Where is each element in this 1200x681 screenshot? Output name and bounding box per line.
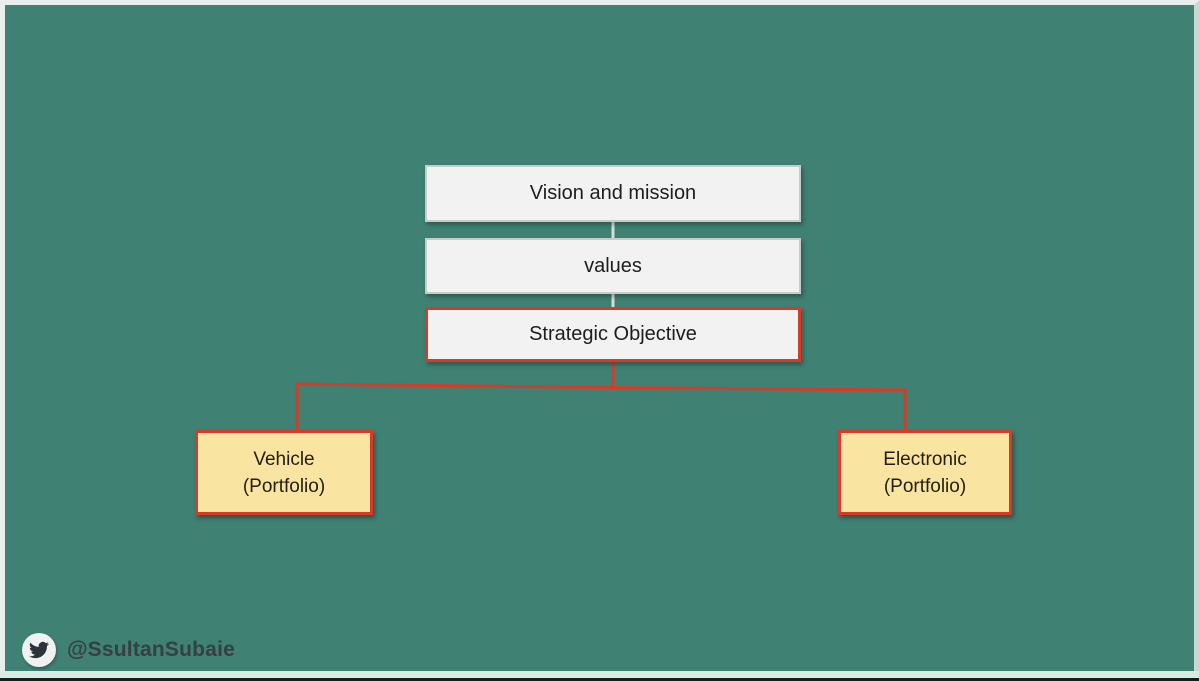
slide-border-bottom-dark	[0, 678, 1199, 681]
node-vehicle-line2: (Portfolio)	[242, 475, 326, 497]
node-electronic-line1: Electronic	[883, 448, 967, 470]
attribution: @SsultanSubaie	[22, 633, 235, 667]
node-vision-and-mission: Vision and mission	[425, 165, 801, 222]
node-strategic-objective: Strategic Objective	[425, 307, 801, 362]
twitter-icon	[22, 633, 56, 667]
node-strategic-label: Strategic Objective	[529, 323, 697, 345]
node-vehicle-line1: Vehicle	[253, 448, 315, 470]
node-vision-label: Vision and mission	[529, 182, 697, 204]
node-electronic-portfolio: Electronic (Portfolio)	[838, 430, 1012, 515]
node-values: values	[425, 238, 801, 294]
slide-border-bottom-pale	[0, 671, 1199, 678]
node-vehicle-portfolio: Vehicle (Portfolio)	[195, 430, 373, 515]
node-values-label: values	[584, 254, 642, 277]
node-electronic-line2: (Portfolio)	[883, 475, 967, 497]
connector-strategic-portfolios	[295, 382, 907, 430]
twitter-handle: @SsultanSubaie	[67, 638, 235, 661]
